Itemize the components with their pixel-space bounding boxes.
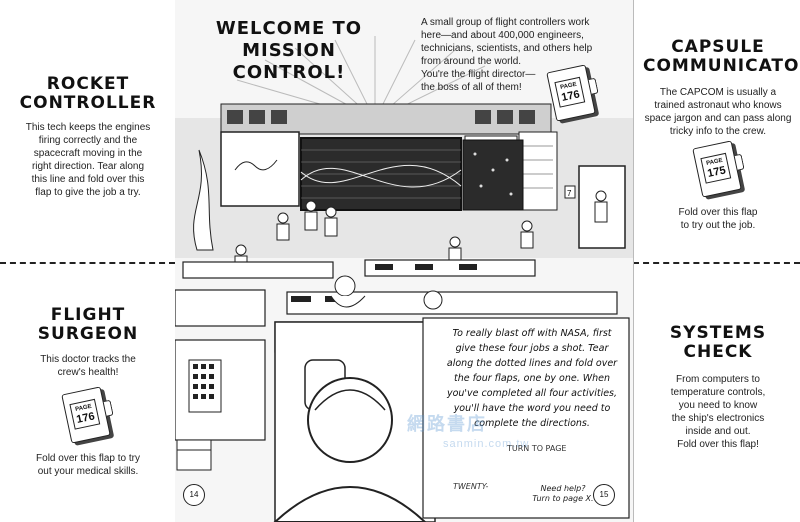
mission-control-illustration: 7	[175, 36, 633, 522]
badge-tab	[103, 399, 114, 417]
help-text: Need help?Turn to page X.	[532, 484, 594, 503]
mission-control-page: 7	[175, 0, 633, 522]
page-176-badge-left[interactable]: PAGE 176	[61, 386, 114, 444]
badge-box: PAGE 176	[69, 398, 101, 430]
flight-surgeon-fold: Fold over this flap to try out your medi…	[18, 452, 158, 478]
badge-box: PAGE 176	[554, 76, 586, 108]
page-number-right: 15	[593, 484, 615, 506]
instructions-text: To really blast off with NASA, first giv…	[446, 328, 618, 429]
systems-check-text: From computers to temperature controls, …	[670, 374, 766, 450]
capcom-fold-text: Fold over this flap to try out the job.	[678, 207, 758, 231]
intro-text: A small group of flight controllers work…	[421, 17, 593, 93]
twenty-label: TWENTY-	[453, 482, 489, 491]
fold-line-right[interactable]	[633, 262, 800, 264]
page-175-badge[interactable]: PAGE 175	[692, 140, 745, 198]
turn-to-page-label: TURN TO PAGE	[507, 444, 567, 453]
page-number-left: 14	[183, 484, 205, 506]
capcom-fold: Fold over this flap to try out the job.	[643, 206, 793, 232]
fold-line-left[interactable]	[0, 262, 175, 264]
flight-surgeon-text: This doctor tracks the crew's health!	[40, 354, 136, 378]
badge-tab	[734, 153, 745, 171]
watermark-logo-text: 網路書店	[407, 414, 487, 434]
page-edge-right	[633, 0, 634, 522]
watermark-url: sanmin.com.tw	[443, 438, 530, 450]
flight-surgeon-fold-text: Fold over this flap to try out your medi…	[36, 453, 140, 477]
door-number: 7	[567, 189, 572, 198]
rocket-controller-text: This tech keeps the engines firing corre…	[25, 122, 151, 198]
capcom-text: The CAPCOM is usually a trained astronau…	[644, 87, 792, 137]
badge-box: PAGE 175	[700, 152, 732, 184]
